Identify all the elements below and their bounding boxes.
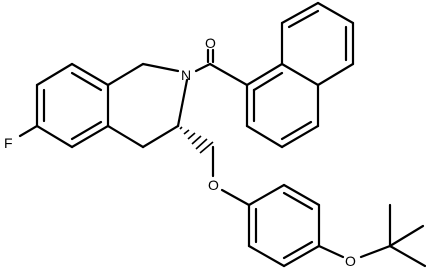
bond-carbonyl-to-naphthyl [208,62,249,87]
bond-carbonyl-to-nitrogen [194,62,212,73]
bond-ph-3 [282,244,321,268]
bond-ar-1 [70,62,110,87]
atom-labels: O N F O O [4,35,356,269]
bond-naph-4 [280,124,320,149]
bond-tbutyl-methyl-right [388,224,425,248]
wedge-hash-3 [187,132,196,140]
bond-n-ch2 [141,62,180,73]
bond-tbutyl-methyl-down [388,244,426,268]
wedge-hash-1 [179,126,183,130]
bond-phenyl-to-o-tbutyl [317,244,345,259]
amide-nitrogen-label: N [181,67,191,83]
bond-naph-inner-1 [252,71,284,92]
bond-n-chiral [176,78,189,128]
wedge-hash-4 [191,135,202,145]
bond-ph-5 [282,183,321,207]
bonds [18,1,426,268]
bond-o-linker-to-phenyl [220,188,251,207]
bond-chiral-ch2 [141,124,180,149]
bond-ph-inner-2 [282,240,314,260]
bond-ar-2 [35,62,74,87]
bond-ar-5 [70,124,110,149]
ether-oxygen-tbutyl-label: O [345,253,356,269]
bond-naph-8 [280,1,320,25]
bond-ch2-ar [106,62,145,87]
wedge-hash-6 [199,141,214,154]
bond-ar-inner-3 [70,120,103,141]
bond-naph-1 [245,62,284,87]
bond-naph-2 [280,62,320,87]
ether-oxygen-linker-label: O [208,177,219,193]
bond-ar-4 [35,124,74,149]
bond-ch2-ar2 [106,124,145,149]
wedge-hash-5 [195,138,208,150]
bond-naph-9 [316,1,355,25]
bond-naph-11 [316,62,355,87]
bond-naph-5 [245,124,284,149]
bond-ph-6 [247,183,286,207]
bond-ph-inner-3 [282,191,314,211]
bond-o-tbutyl-to-c [359,244,392,259]
wedge-hash-2 [183,129,190,135]
bond-ar-to-fluorine [18,124,39,138]
bond-ph-2 [247,244,286,268]
fluorine-label: F [4,135,13,151]
bond-naph-inner-4 [287,9,320,29]
bond-naph-inner-2 [280,120,313,141]
carbonyl-oxygen-label: O [205,35,216,51]
stereo-hashed-wedge [179,126,214,154]
bond-ar-inner-1 [70,71,103,92]
